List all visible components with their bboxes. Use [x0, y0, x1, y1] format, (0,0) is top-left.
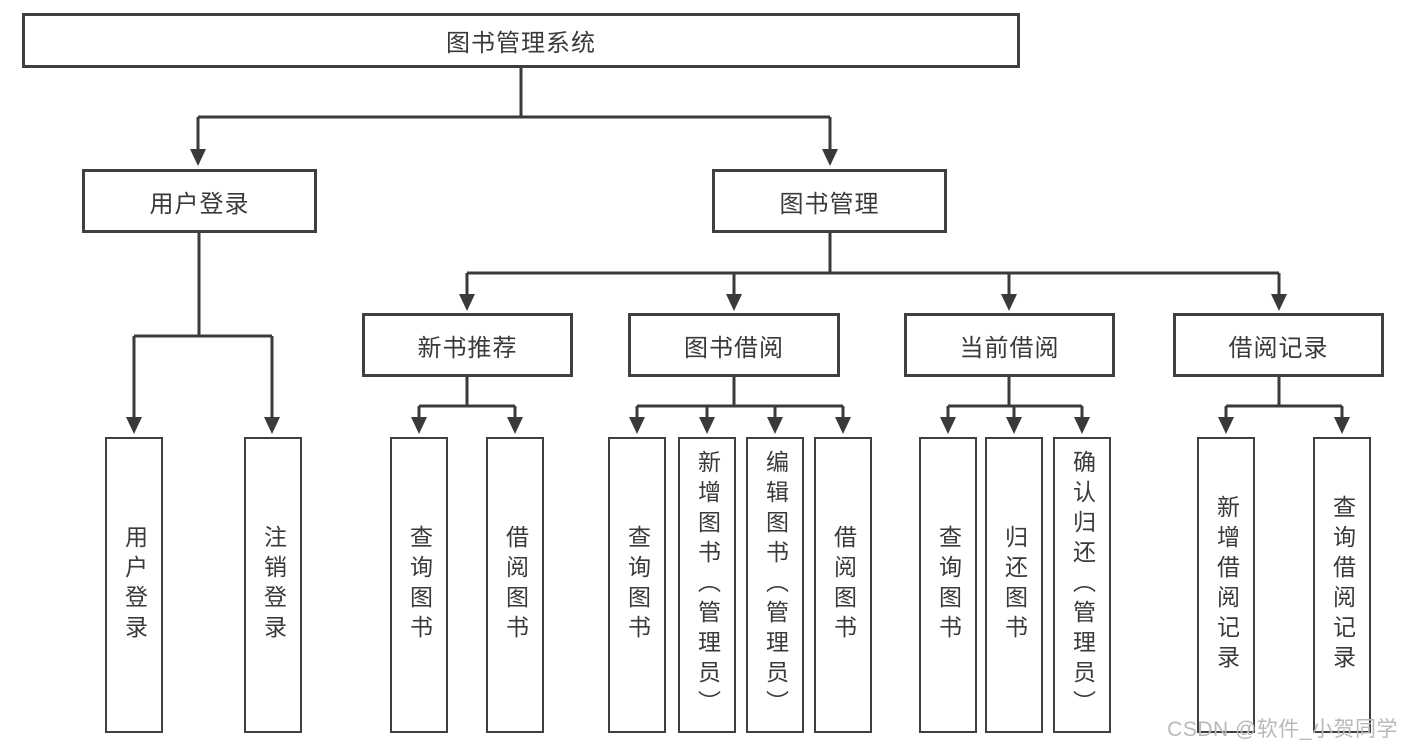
leaf-label: 查询图书 [406, 525, 433, 645]
leaf-label: 借阅图书 [830, 525, 857, 645]
node-book-borrow: 图书借阅 [628, 313, 840, 377]
node-user-login: 用户登录 [82, 169, 317, 233]
leaf-query-books-borrow: 查询图书 [608, 437, 666, 733]
csdn-watermark: CSDN @软件_小贺同学 [1167, 718, 1398, 741]
node-label: 借阅记录 [1228, 334, 1329, 362]
leaf-label: 查询借阅记录 [1329, 495, 1356, 675]
node-label: 图书管理 [779, 190, 880, 218]
leaf-label: 查询图书 [624, 525, 651, 645]
leaf-label: 编辑图书（管理员） [762, 450, 789, 720]
leaf-add-books-admin: 新增图书（管理员） [678, 437, 736, 733]
leaf-confirm-return-admin: 确认归还（管理员） [1053, 437, 1111, 733]
leaf-borrow-books-recommend: 借阅图书 [486, 437, 544, 733]
node-label: 用户登录 [149, 190, 250, 218]
leaf-label: 用户登录 [121, 525, 148, 645]
node-label: 图书借阅 [684, 334, 784, 362]
leaf-label: 新增借阅记录 [1213, 495, 1240, 675]
leaf-label: 确认归还（管理员） [1069, 450, 1096, 720]
leaf-label: 注销登录 [260, 525, 287, 645]
node-current-borrow: 当前借阅 [904, 313, 1115, 377]
leaf-label: 查询图书 [935, 525, 962, 645]
leaf-label: 借阅图书 [502, 525, 529, 645]
node-borrow-records: 借阅记录 [1173, 313, 1384, 377]
leaf-label: 归还图书 [1001, 525, 1028, 645]
node-label: 当前借阅 [959, 334, 1060, 362]
leaf-edit-books-admin: 编辑图书（管理员） [746, 437, 804, 733]
node-label: 新书推荐 [417, 334, 518, 362]
leaf-query-books-recommend: 查询图书 [390, 437, 448, 733]
node-root-library-system: 图书管理系统 [22, 13, 1020, 68]
leaf-query-borrow-record: 查询借阅记录 [1313, 437, 1371, 733]
node-new-book-recommend: 新书推荐 [362, 313, 573, 377]
leaf-return-books: 归还图书 [985, 437, 1043, 733]
leaf-query-books-current: 查询图书 [919, 437, 977, 733]
leaf-borrow-books: 借阅图书 [814, 437, 872, 733]
node-label: 图书管理系统 [446, 30, 596, 57]
node-book-management: 图书管理 [712, 169, 947, 233]
leaf-label: 新增图书（管理员） [694, 450, 721, 720]
leaf-logout: 注销登录 [244, 437, 302, 733]
leaf-user-login: 用户登录 [105, 437, 163, 733]
leaf-add-borrow-record: 新增借阅记录 [1197, 437, 1255, 733]
